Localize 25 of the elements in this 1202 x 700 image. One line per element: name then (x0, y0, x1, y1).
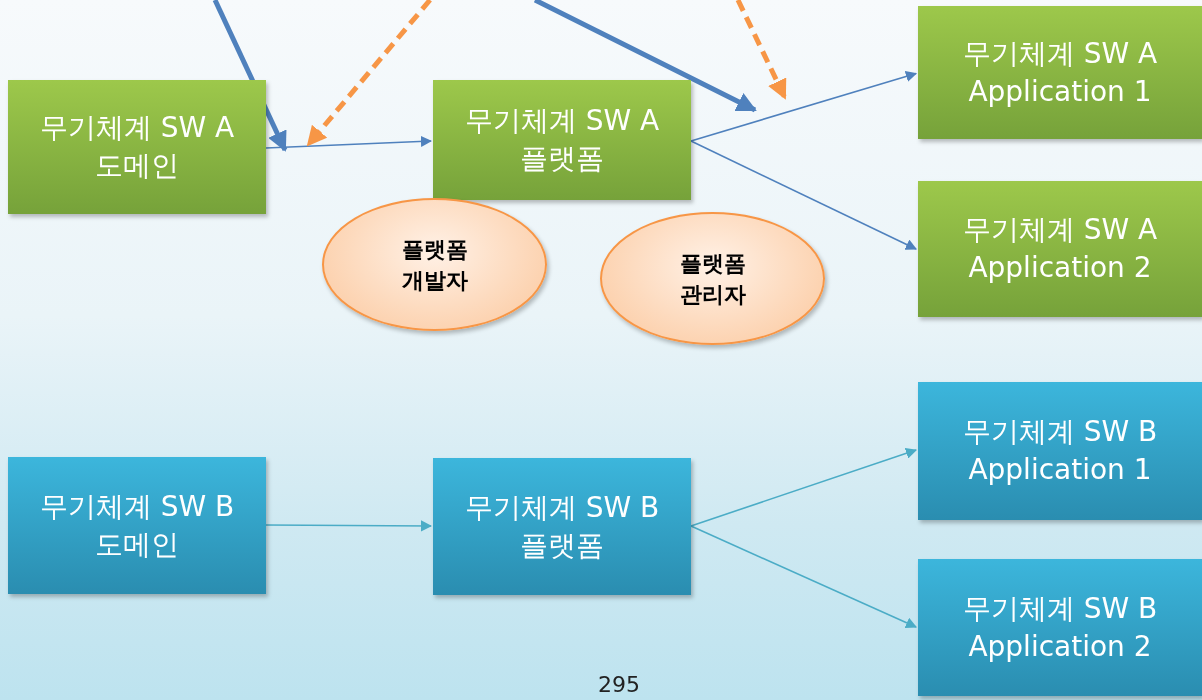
node-label: 플랫폼 관리자 (678, 249, 747, 309)
arrow (265, 520, 433, 532)
arrow (690, 71, 918, 142)
process-box (918, 382, 1202, 520)
arrow (690, 140, 917, 250)
process-box (8, 80, 266, 214)
node-label: 무기체계 SW B Application 2 (961, 590, 1159, 665)
process-box (433, 458, 691, 595)
arrow (265, 135, 433, 149)
arrow (690, 447, 918, 527)
process-box (433, 80, 691, 200)
node-label: 무기체계 SW A 도메인 (38, 110, 236, 184)
node-label: 무기체계 SW A Application 1 (961, 35, 1159, 110)
node-label: 무기체계 SW A 플랫폼 (463, 103, 661, 177)
node-label: 무기체계 SW B 도메인 (38, 488, 236, 563)
page-number: 295 (598, 672, 640, 697)
node-label: 무기체계 SW B 플랫폼 (463, 489, 661, 564)
process-box (8, 457, 266, 594)
process-box (918, 559, 1202, 696)
node-label: 무기체계 SW A Application 2 (961, 212, 1159, 286)
node-label: 무기체계 SW B Application 1 (961, 414, 1159, 488)
process-box (918, 181, 1202, 317)
process-box (918, 6, 1202, 139)
node-label: 플랫폼 개발자 (400, 235, 469, 295)
arrow (690, 525, 917, 628)
